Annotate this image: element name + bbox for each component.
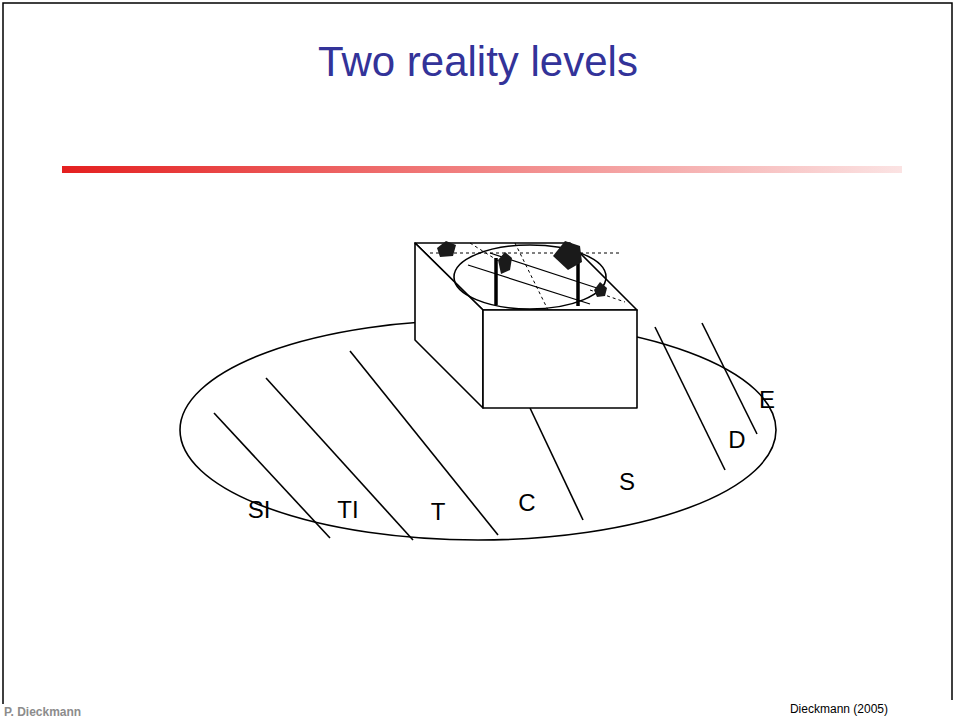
author-footer: P. Dieckmann: [4, 706, 81, 719]
top-scene: [430, 243, 625, 310]
slide-frame: [3, 3, 952, 704]
band-label: C: [518, 490, 535, 516]
band-label: SI: [248, 497, 271, 523]
figure-markers: [437, 241, 607, 297]
slide-title: Two reality levels: [318, 39, 638, 85]
band-label: S: [619, 469, 635, 495]
band-label: TI: [337, 497, 358, 523]
box-solid: [415, 243, 637, 408]
title-rule: [62, 166, 902, 173]
band-label: E: [759, 387, 775, 413]
band-label: T: [431, 499, 446, 525]
band-label: D: [728, 427, 745, 453]
source-citation: Dieckmann (2005): [790, 703, 888, 716]
